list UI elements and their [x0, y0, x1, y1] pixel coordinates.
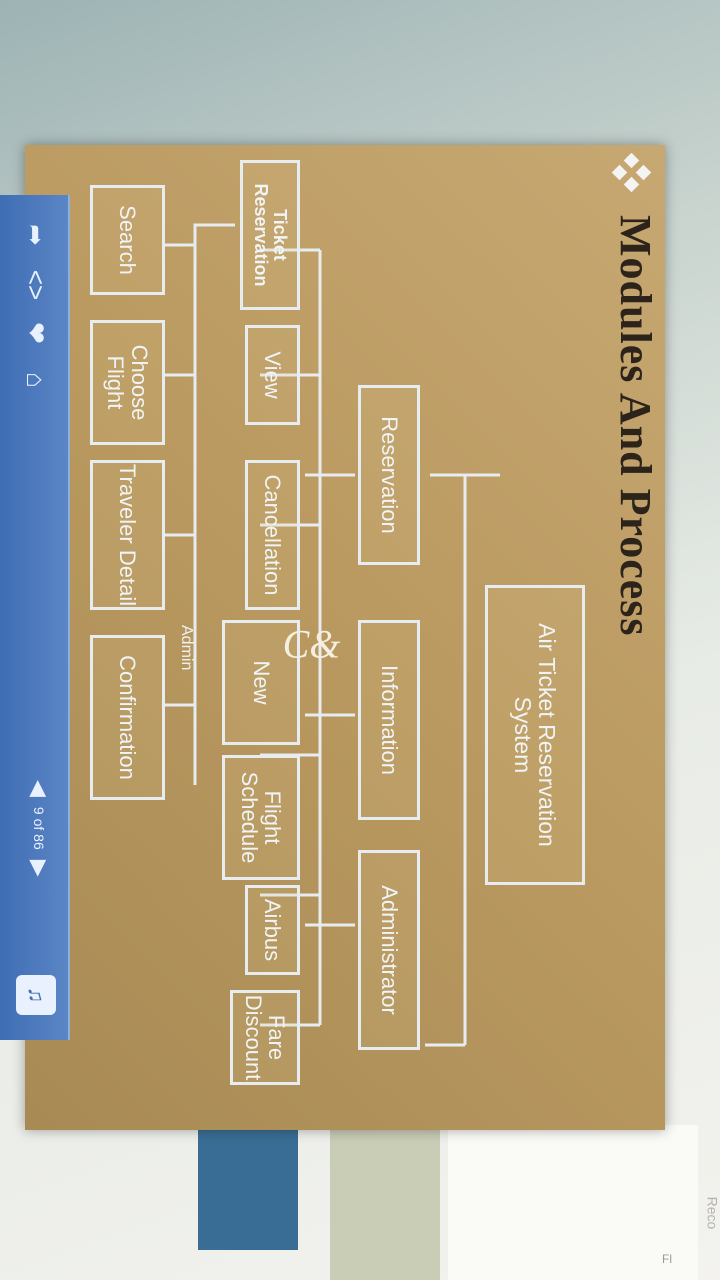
- music-icon[interactable]: ♫: [16, 975, 56, 1015]
- slide-title: Modules And Process: [611, 215, 660, 637]
- node-view: View: [245, 325, 300, 425]
- app-logo: C&: [282, 621, 341, 667]
- heart-icon[interactable]: ❤: [21, 322, 52, 344]
- node-reservation-label: Reservation: [376, 416, 402, 534]
- node-cancellation: Cancellation: [245, 460, 300, 610]
- node-reservation: Reservation: [358, 385, 420, 565]
- node-choose-flight: Choose Flight: [90, 320, 165, 445]
- node-administrator-label: Administrator: [376, 885, 402, 1015]
- root-node: Air Ticket Reservation System: [485, 585, 585, 885]
- page-indicator-text: 9 of 86: [31, 806, 47, 850]
- next-page-icon[interactable]: ▶: [27, 859, 52, 877]
- node-traveler-detail: Traveler Detail: [90, 460, 165, 610]
- node-fare-discount: Fare Discount: [230, 990, 300, 1085]
- code-icon[interactable]: <>: [21, 269, 52, 301]
- node-flight-schedule-label: Flight Schedule: [237, 771, 286, 864]
- admin-label: Admin: [178, 625, 195, 671]
- node-new-label: New: [248, 660, 274, 705]
- node-ticket-reservation: Ticket Reservation: [240, 160, 300, 310]
- node-traveler-detail-label: Traveler Detail: [115, 463, 141, 607]
- node-search: Search: [90, 185, 165, 295]
- node-airbus: Airbus: [245, 885, 300, 975]
- share-icon[interactable]: ➦: [21, 224, 52, 246]
- node-confirmation: Confirmation: [90, 635, 165, 800]
- node-cancellation-label: Cancellation: [260, 474, 286, 596]
- node-information: Information: [358, 620, 420, 820]
- node-airbus-label: Airbus: [260, 898, 286, 962]
- viewer-toolbar: ➦ <> ❤ ⌂ ◀ 9 of 86 ▶ ♫: [0, 195, 70, 1040]
- prev-page-icon[interactable]: ◀: [27, 780, 52, 797]
- node-fare-discount-label: Fare Discount: [241, 994, 290, 1081]
- node-view-label: View: [260, 351, 286, 399]
- page-navigator: ◀ 9 of 86 ▶: [26, 780, 52, 877]
- node-confirmation-label: Confirmation: [115, 655, 141, 780]
- node-ticket-reservation-label: Ticket Reservation: [251, 183, 290, 287]
- node-search-label: Search: [115, 205, 141, 275]
- node-choose-flight-label: Choose Flight: [103, 344, 152, 421]
- home-icon[interactable]: ⌂: [21, 372, 52, 388]
- diamond-bullet-icon: [611, 153, 651, 193]
- node-flight-schedule: Flight Schedule: [222, 755, 300, 880]
- node-administrator: Administrator: [358, 850, 420, 1050]
- root-label: Air Ticket Reservation System: [510, 623, 561, 847]
- node-information-label: Information: [376, 664, 402, 776]
- presentation-slide: Modules And Process: [25, 145, 665, 1130]
